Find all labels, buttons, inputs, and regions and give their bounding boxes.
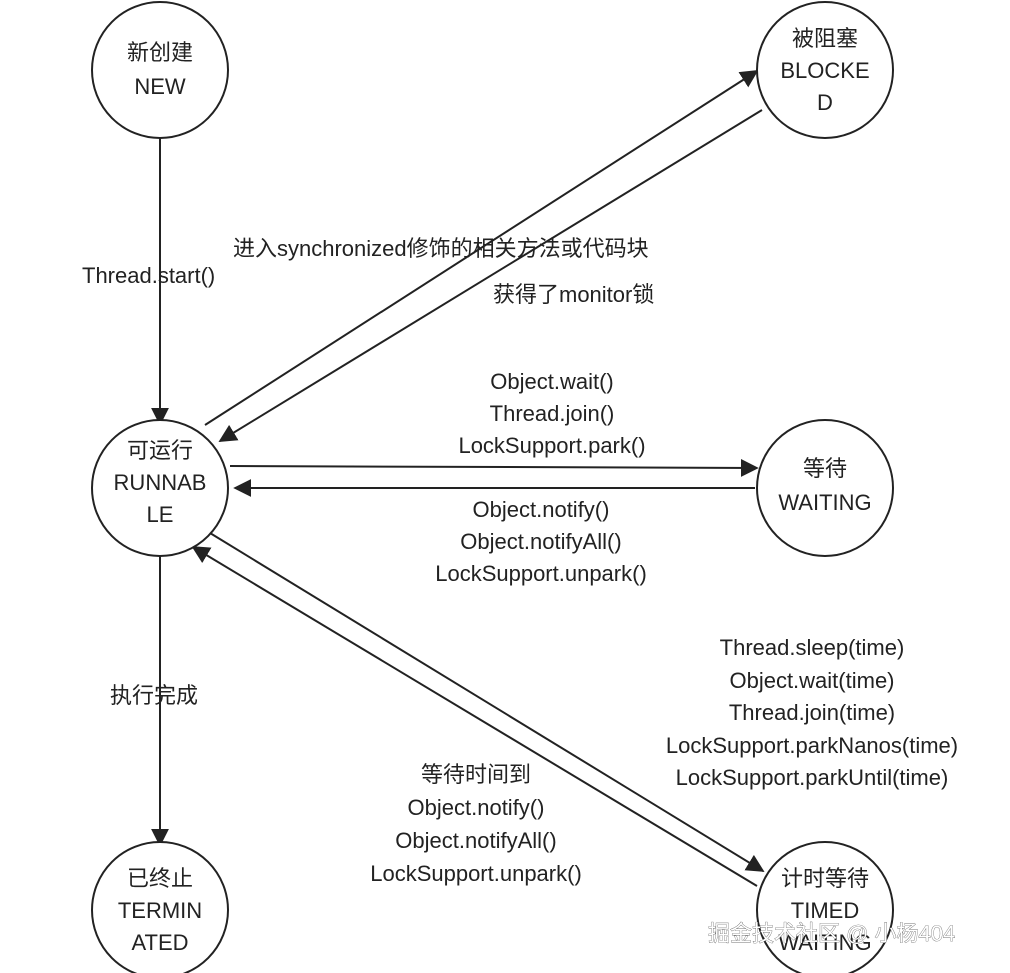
edge-runnable-to-waiting bbox=[229, 458, 759, 477]
label-to-blocked: 进入synchronized修饰的相关方法或代码块 bbox=[233, 236, 649, 261]
svg-text:进入synchronized修饰的相关方法或代码块: 进入synchronized修饰的相关方法或代码块 bbox=[233, 236, 649, 261]
edge-runnable-to-timed bbox=[209, 532, 765, 872]
node-terminated: 已终止 TERMIN ATED bbox=[91, 841, 229, 973]
node-runnable-label-en-2: LE bbox=[147, 502, 174, 527]
node-runnable-label-en-1: RUNNAB bbox=[114, 470, 207, 495]
label-to-waiting: Object.wait() Thread.join() LockSupport.… bbox=[458, 369, 645, 458]
node-terminated-label-en-2: ATED bbox=[131, 930, 188, 955]
node-blocked-label-zh: 被阻塞 bbox=[792, 26, 858, 51]
svg-text:Object.notifyAll(): Object.notifyAll() bbox=[460, 529, 621, 554]
svg-text:获得了monitor锁: 获得了monitor锁 bbox=[493, 282, 654, 307]
node-blocked: 被阻塞 BLOCKE D bbox=[756, 1, 894, 139]
svg-text:等待时间到: 等待时间到 bbox=[421, 762, 531, 787]
node-waiting: 等待 WAITING bbox=[756, 419, 894, 557]
label-from-waiting: Object.notify() Object.notifyAll() LockS… bbox=[435, 497, 647, 586]
svg-text:Thread.sleep(time): Thread.sleep(time) bbox=[720, 635, 905, 660]
svg-text:Object.wait(): Object.wait() bbox=[490, 369, 613, 394]
svg-text:LockSupport.park(): LockSupport.park() bbox=[458, 433, 645, 458]
label-to-timed: Thread.sleep(time) Object.wait(time) Thr… bbox=[666, 635, 958, 790]
svg-text:执行完成: 执行完成 bbox=[110, 683, 198, 708]
label-thread-start: Thread.start() bbox=[82, 263, 215, 288]
node-new-label-zh: 新创建 bbox=[127, 40, 193, 65]
node-timed-label-en-2: WAITING bbox=[778, 930, 871, 955]
node-new: 新创建 NEW bbox=[91, 1, 229, 139]
label-from-blocked: 获得了monitor锁 bbox=[493, 282, 654, 307]
label-done: 执行完成 bbox=[110, 683, 198, 708]
svg-text:Thread.join(): Thread.join() bbox=[490, 401, 615, 426]
node-timed-label-zh: 计时等待 bbox=[781, 866, 869, 891]
node-terminated-label-en-1: TERMIN bbox=[118, 898, 202, 923]
watermark: 掘金技术社区 @ 小杨404 bbox=[708, 921, 955, 946]
svg-text:LockSupport.unpark(): LockSupport.unpark() bbox=[370, 861, 582, 886]
svg-text:Thread.join(time): Thread.join(time) bbox=[729, 700, 895, 725]
node-runnable: 可运行 RUNNAB LE bbox=[91, 419, 229, 557]
label-from-timed: 等待时间到 Object.notify() Object.notifyAll()… bbox=[370, 762, 582, 886]
edge-blocked-to-runnable bbox=[218, 109, 763, 442]
node-new-label-en: NEW bbox=[134, 74, 186, 99]
svg-text:Object.notifyAll(): Object.notifyAll() bbox=[395, 828, 556, 853]
svg-text:LockSupport.parkNanos(time): LockSupport.parkNanos(time) bbox=[666, 733, 958, 758]
node-waiting-label-en: WAITING bbox=[778, 490, 871, 515]
node-blocked-label-en-1: BLOCKE bbox=[780, 58, 869, 83]
node-timed-waiting: 计时等待 TIMED WAITING bbox=[756, 841, 894, 973]
node-runnable-label-zh: 可运行 bbox=[127, 438, 193, 463]
svg-text:LockSupport.parkUntil(time): LockSupport.parkUntil(time) bbox=[676, 765, 949, 790]
svg-text:LockSupport.unpark(): LockSupport.unpark() bbox=[435, 561, 647, 586]
edge-timed-to-runnable bbox=[191, 546, 758, 887]
node-timed-label-en-1: TIMED bbox=[791, 898, 859, 923]
svg-text:Thread.start(): Thread.start() bbox=[82, 263, 215, 288]
node-blocked-label-en-2: D bbox=[817, 90, 833, 115]
edge-runnable-to-blocked bbox=[204, 70, 759, 426]
node-terminated-label-zh: 已终止 bbox=[127, 866, 193, 891]
svg-text:Object.notify(): Object.notify() bbox=[408, 795, 545, 820]
svg-text:Object.wait(time): Object.wait(time) bbox=[729, 668, 894, 693]
svg-text:Object.notify(): Object.notify() bbox=[473, 497, 610, 522]
node-waiting-label-zh: 等待 bbox=[803, 456, 847, 481]
